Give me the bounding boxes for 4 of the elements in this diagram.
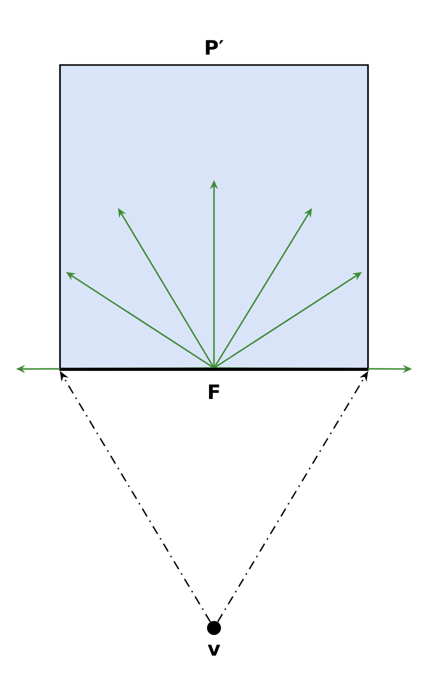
node-label: v — [208, 644, 220, 656]
point: v — [207, 621, 221, 656]
node-label: P′ — [206, 40, 224, 55]
node-label: F — [209, 384, 220, 400]
